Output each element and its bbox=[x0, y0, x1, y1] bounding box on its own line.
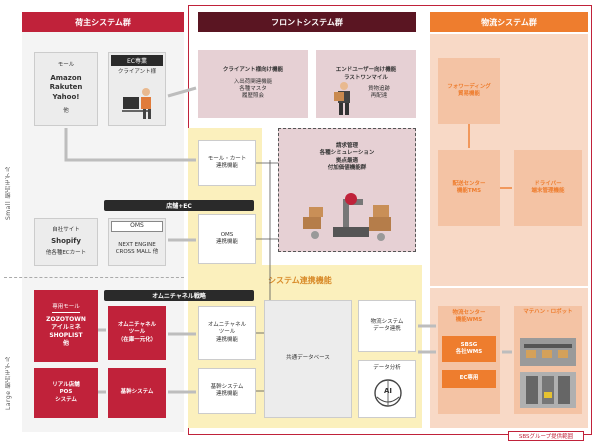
driver-box: ドライバー 端末管理機能 bbox=[514, 150, 582, 226]
matehan-box: マテハン・ロボット bbox=[514, 306, 582, 414]
oms-link-box: OMS 連携機能 bbox=[198, 214, 256, 264]
omni-link-box: オムニチャネル ツール 連携機能 bbox=[198, 306, 256, 360]
ai-label: AI bbox=[383, 387, 393, 396]
client-func-title: クライアント様向け機能 bbox=[222, 67, 284, 74]
front-column-header: フロントシステム群 bbox=[198, 12, 416, 32]
ec-title: EC専業 bbox=[111, 55, 163, 66]
ec-box: EC専業 クライアント様 bbox=[108, 52, 166, 126]
omni-strategy-pill: オムニチャネル戦略 bbox=[104, 290, 254, 301]
model-divider bbox=[4, 277, 184, 278]
common-db-box: 共通データベース bbox=[264, 300, 352, 418]
client-func-body: 入出荷関連機能 各種マスタ 履歴照会 bbox=[233, 78, 273, 100]
client-func-box: クライアント様向け機能 入出荷関連機能 各種マスタ 履歴照会 bbox=[198, 50, 308, 118]
conveyor-robot-icon bbox=[520, 338, 576, 366]
logi-center-title: 物流センター 機能WMS bbox=[452, 309, 486, 323]
mall-dedicated-body: ZOZOTOWN アイルミネ SHOPLIST 他 bbox=[46, 316, 86, 348]
mall-dedicated-title: 専用モール bbox=[52, 304, 80, 314]
matehan-title: マテハン・ロボット bbox=[523, 309, 573, 316]
person-at-desk-icon bbox=[121, 83, 159, 121]
forwarding-box: フォワーディング 貿易機能 bbox=[438, 58, 500, 124]
logi-center-box: 物流センター 機能WMS SBSG 各社WMS EC専用 bbox=[438, 306, 500, 414]
omni-tool-box: オムニチャネル ツール （在庫一元化） bbox=[108, 306, 166, 360]
shipper-column-header: 荷主システム群 bbox=[22, 12, 184, 32]
own-site-box: 自社サイト Shopify 他各種ECカート bbox=[34, 218, 98, 266]
logi-link-box: 物流システム データ連携 bbox=[358, 300, 416, 352]
enduser-func-title: エンドユーザー向け機能 ラストワンマイル bbox=[335, 67, 397, 81]
oms-title: OMS bbox=[111, 221, 163, 232]
center-func-items: 請求管理 各種シミュレーション 拠点最適 付加価値機能群 bbox=[319, 143, 375, 172]
mall-cart-box: モール・カート 連携機能 bbox=[198, 140, 256, 186]
data-analysis-label: データ分析 bbox=[373, 365, 401, 372]
oms-box: OMS NEXT ENGINE CROSS MALL 他 bbox=[108, 218, 166, 266]
mall-dedicated-box: 専用モール ZOZOTOWN アイルミネ SHOPLIST 他 bbox=[34, 290, 98, 362]
core-system-box: 基幹システム bbox=[108, 368, 166, 418]
real-store-box: リアル店舗 POS システム bbox=[34, 368, 98, 418]
store-ec-pill: 店舗+EC bbox=[104, 200, 254, 211]
mall-items: Amazon Rakuten Yahoo! bbox=[49, 73, 83, 101]
system-link-title: システム連携機能 bbox=[268, 276, 332, 285]
center-func-box: 請求管理 各種シミュレーション 拠点最適 付加価値機能群 bbox=[278, 128, 416, 252]
automated-storage-icon bbox=[520, 372, 576, 408]
sbs-scope-label: SBSグループ提供範囲 bbox=[508, 431, 584, 441]
warehouse-robot-icon bbox=[299, 189, 399, 247]
ec-client-label: クライアント様 bbox=[117, 69, 157, 76]
sbsg-wms-box: SBSG 各社WMS bbox=[442, 336, 496, 362]
logistics-column-header: 物流システム群 bbox=[430, 12, 588, 32]
own-site-title: 自社サイト bbox=[52, 226, 80, 233]
enduser-func-body: 貨物追跡 再配達 bbox=[367, 86, 390, 100]
delivery-center-box: 配送センター 機能TMS bbox=[438, 150, 500, 226]
enduser-func-box: エンドユーザー向け機能 ラストワンマイル 貨物追跡 再配達 bbox=[316, 50, 416, 118]
mall-box: モール Amazon Rakuten Yahoo! 他 bbox=[34, 52, 98, 126]
core-link-box: 基幹システム 連携機能 bbox=[198, 368, 256, 414]
mall-title: モール bbox=[57, 62, 75, 69]
oms-body: NEXT ENGINE CROSS MALL 他 bbox=[115, 241, 159, 255]
data-analysis-box: データ分析 AI bbox=[358, 360, 416, 418]
ec-only-box: EC専用 bbox=[442, 370, 496, 388]
own-site-other: 他各種ECカート bbox=[45, 249, 87, 256]
mall-other: 他 bbox=[63, 108, 69, 115]
delivery-person-icon bbox=[332, 80, 356, 116]
ai-brain-icon bbox=[373, 377, 403, 413]
own-site-body: Shopify bbox=[51, 237, 81, 246]
